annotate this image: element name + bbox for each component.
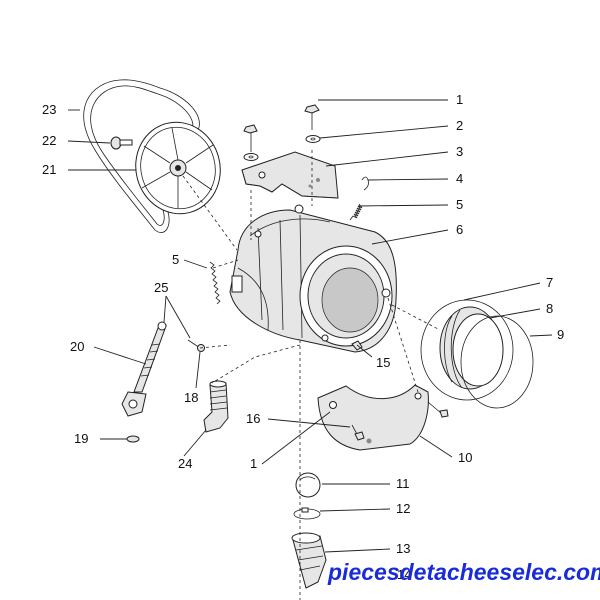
shock-washer [126,435,140,443]
suspension-spring-left [209,261,221,305]
callout-c25: 25 [154,280,168,295]
callout-c9: 9 [557,327,564,342]
air-chamber-hose [203,380,229,433]
shock-absorber [121,321,167,417]
callout-c23: 23 [42,102,56,117]
tub-bracket [241,151,339,199]
suspension-spring-right [349,203,363,221]
callout-c1b: 1 [250,456,257,471]
ball-valve [295,472,321,498]
assembly-guides [182,150,441,600]
door-gasket [439,306,504,390]
rear-mount-bracket [317,384,429,451]
callout-c2: 2 [456,118,463,133]
bracket-screw-right [427,401,449,418]
callout-c7: 7 [546,275,553,290]
leader-lines [67,99,553,553]
pulley-bolt [110,136,133,150]
washer-left [243,153,259,161]
shock-pin [187,339,205,352]
screw-top-left [243,124,258,152]
door-seal-clamp-outer [420,299,514,401]
washing-tub [229,204,397,353]
callout-c24: 24 [178,456,192,471]
hose-clamp [293,507,321,520]
callout-c1: 1 [456,92,463,107]
drive-belt [83,79,200,233]
callout-c6: 6 [456,222,463,237]
callout-c10: 10 [458,450,472,465]
callout-c8: 8 [546,301,553,316]
callout-c16: 16 [246,411,260,426]
callout-c3: 3 [456,144,463,159]
callout-c18: 18 [184,390,198,405]
watermark: piecesdetacheeselec.com [327,559,600,585]
bracket-screw-16 [351,424,365,441]
callout-c19: 19 [74,431,88,446]
callout-c15: 15 [376,355,390,370]
callout-c22: 22 [42,133,56,148]
sump-hose [291,532,327,589]
screw-top-right [304,104,320,130]
callout-c4: 4 [456,171,463,186]
callout-c11: 11 [396,476,410,491]
callout-c5b: 5 [172,252,179,267]
washer-right [305,135,321,143]
door-seal-clamp-inner [460,315,534,409]
callout-c12: 12 [396,501,410,516]
callout-c13: 13 [396,541,410,556]
callout-c14: 14 [397,567,411,582]
callout-c5a: 5 [456,197,463,212]
spring-hook [361,176,369,191]
callout-c20: 20 [70,339,84,354]
callout-numbers: 1234567891011121314151615181920212223242… [42,92,564,582]
drum-pulley [135,121,221,215]
callout-c21: 21 [42,162,56,177]
